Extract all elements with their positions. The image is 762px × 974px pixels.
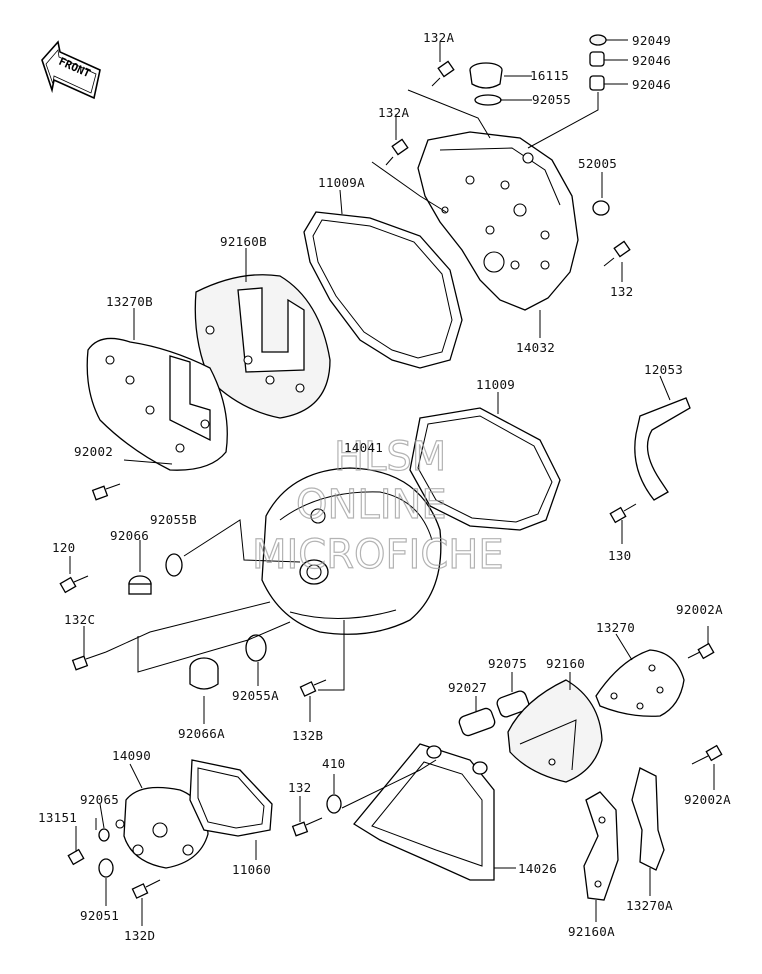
pump-assembly-14090 bbox=[115, 786, 209, 869]
plate-13270B bbox=[86, 337, 228, 471]
label-52005: 52005 bbox=[578, 156, 617, 171]
sleeve-92075 bbox=[496, 690, 530, 718]
label-132B: 132B bbox=[292, 728, 323, 743]
label-13151: 13151 bbox=[38, 810, 77, 825]
label-132D: 132D bbox=[124, 928, 155, 943]
plate-13270 bbox=[595, 649, 685, 717]
oil-seal-52005 bbox=[592, 200, 610, 216]
gasket-11060 bbox=[189, 759, 273, 837]
label-11009: 11009 bbox=[476, 377, 515, 392]
label-92049: 92049 bbox=[632, 33, 671, 48]
watermark-line2: ONLINE bbox=[296, 482, 447, 528]
label-92066: 92066 bbox=[110, 528, 149, 543]
o-ring-92055B bbox=[165, 553, 183, 577]
bolt-120 bbox=[59, 575, 89, 594]
guard-12053 bbox=[634, 397, 691, 501]
label-132C: 132C bbox=[64, 612, 95, 627]
generator-cover-14041 bbox=[261, 467, 442, 635]
bolt-132B bbox=[299, 679, 327, 697]
bolt-92002 bbox=[91, 483, 121, 501]
label-130: 130 bbox=[608, 548, 631, 563]
label-92160: 92160 bbox=[546, 656, 585, 671]
watermark: HLSM ONLINE MICROFICHE bbox=[251, 433, 504, 578]
bolt-132C bbox=[71, 651, 107, 671]
plug-92066 bbox=[128, 575, 152, 595]
bushing-parts-92049-92046 bbox=[589, 34, 607, 91]
watermark-line3: MICROFICHE bbox=[252, 532, 504, 578]
seal-92051 bbox=[98, 858, 114, 878]
label-92002A-top: 92002A bbox=[676, 602, 723, 617]
label-132-low: 132 bbox=[288, 780, 311, 795]
label-11009A: 11009A bbox=[318, 175, 365, 190]
bolt-132D bbox=[131, 879, 161, 899]
label-13270B: 13270B bbox=[106, 294, 153, 309]
label-92002: 92002 bbox=[74, 444, 113, 459]
label-92055: 92055 bbox=[532, 92, 571, 107]
bolt-132-low bbox=[291, 817, 323, 837]
label-92027: 92027 bbox=[448, 680, 487, 695]
label-92046-a: 92046 bbox=[632, 53, 671, 68]
label-12053: 12053 bbox=[644, 362, 683, 377]
label-92065: 92065 bbox=[80, 792, 119, 807]
collar-92027 bbox=[458, 707, 496, 737]
label-14026: 14026 bbox=[518, 861, 557, 876]
label-13270: 13270 bbox=[596, 620, 635, 635]
label-14090: 14090 bbox=[112, 748, 151, 763]
label-92055A: 92055A bbox=[232, 688, 279, 703]
fitting-13151 bbox=[67, 848, 85, 866]
label-92160A: 92160A bbox=[568, 924, 615, 939]
part-labels: 132A 16115 92055 92049 92046 92046 132A … bbox=[38, 30, 731, 943]
label-13270A: 13270A bbox=[626, 898, 673, 913]
label-92160B: 92160B bbox=[220, 234, 267, 249]
label-92066A: 92066A bbox=[178, 726, 225, 741]
label-120: 120 bbox=[52, 540, 75, 555]
label-132A-mid: 132A bbox=[378, 105, 409, 120]
label-16115: 16115 bbox=[530, 68, 569, 83]
gasket-11009 bbox=[409, 407, 561, 531]
bolt-132 bbox=[603, 240, 631, 267]
bracket-92160A bbox=[583, 791, 619, 901]
plate-92160 bbox=[507, 679, 603, 783]
label-132: 132 bbox=[610, 284, 633, 299]
sprocket-cover-14026 bbox=[353, 743, 495, 881]
bolt-92002A-top bbox=[687, 642, 715, 660]
label-92055B: 92055B bbox=[150, 512, 197, 527]
washer-410 bbox=[326, 794, 342, 814]
oil-filler-cap-16115 bbox=[469, 62, 503, 106]
watermark-line1: HLSM bbox=[334, 434, 446, 480]
label-410: 410 bbox=[322, 756, 345, 771]
clutch-cover-14032 bbox=[417, 131, 579, 311]
plug-92066A bbox=[189, 657, 219, 690]
bolt-92002A-low bbox=[691, 744, 723, 765]
label-14041: 14041 bbox=[344, 440, 383, 455]
leader-lines bbox=[69, 39, 715, 926]
label-132A-top: 132A bbox=[423, 30, 454, 45]
front-arrow-icon: FRONT bbox=[41, 40, 101, 100]
label-92002A-low: 92002A bbox=[684, 792, 731, 807]
label-92046-b: 92046 bbox=[632, 77, 671, 92]
bolt-132A-top bbox=[431, 60, 455, 87]
bracket-13270A bbox=[631, 767, 665, 871]
bolt-130 bbox=[609, 503, 637, 524]
bolt-132A-mid bbox=[385, 138, 409, 166]
label-92051: 92051 bbox=[80, 908, 119, 923]
o-ring-92055A bbox=[245, 634, 267, 662]
label-11060: 11060 bbox=[232, 862, 271, 877]
label-92075: 92075 bbox=[488, 656, 527, 671]
ring-92065 bbox=[98, 828, 110, 842]
label-14032: 14032 bbox=[516, 340, 555, 355]
